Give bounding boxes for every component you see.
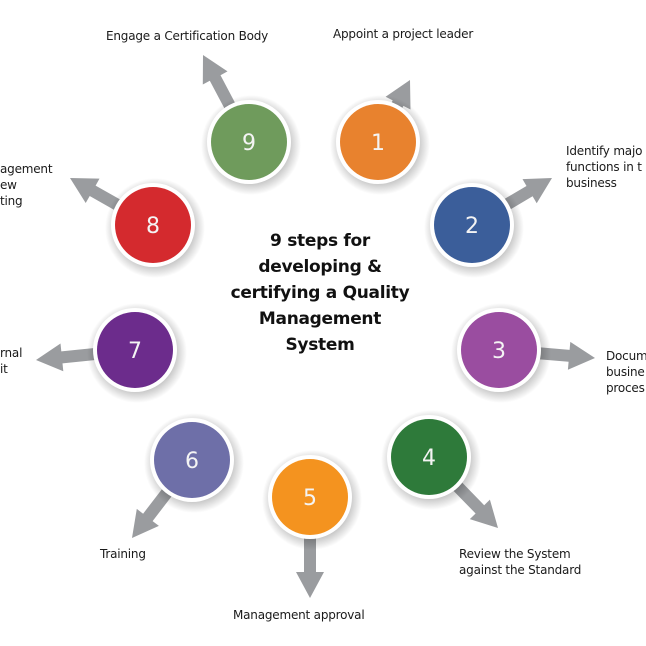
- step-7-arrow-icon: [36, 343, 102, 372]
- step-8-number: 8: [146, 214, 160, 239]
- step-9-node: 9: [201, 95, 301, 195]
- step-6-node: 6: [144, 413, 244, 513]
- step-9-arrow-icon: [202, 55, 239, 115]
- label-line: rnal: [0, 346, 23, 360]
- step-9-circle: [211, 104, 287, 180]
- step-7-label: rnal it: [0, 345, 22, 377]
- step-8-node: 8: [105, 178, 205, 278]
- step-8-label: agement ew ting: [0, 161, 53, 209]
- step-1-number: 1: [371, 131, 385, 156]
- step-8-circle: [115, 187, 191, 263]
- label-line: Identify majo: [566, 144, 643, 158]
- step-6-number: 6: [185, 449, 199, 474]
- label-line: proces: [606, 381, 645, 395]
- diagram-title: 9 steps for developing & certifying a Qu…: [200, 228, 440, 358]
- step-4-circle: [391, 419, 467, 495]
- step-3-label: Docum busine proces: [606, 348, 646, 396]
- label-line: Management approval: [233, 608, 365, 622]
- label-line: Engage a Certification Body: [106, 29, 269, 43]
- step-2-node: 2: [424, 178, 524, 278]
- step-1-label: Appoint a project leader: [333, 26, 473, 42]
- step-2-circle: [434, 187, 510, 263]
- label-line: Appoint a project leader: [333, 27, 474, 41]
- step-9-label: Engage a Certification Body: [106, 28, 268, 44]
- step-5-circle: [272, 459, 348, 535]
- step-5-label: Management approval: [233, 607, 365, 623]
- step-3-circle: [461, 312, 537, 388]
- step-3-node: 3: [451, 303, 551, 403]
- step-4-number: 4: [422, 446, 436, 471]
- label-line: Training: [100, 547, 146, 561]
- step-5-number: 5: [303, 486, 317, 511]
- step-7-number: 7: [128, 339, 142, 364]
- step-7-node: 7: [87, 303, 187, 403]
- step-7-circle: [97, 312, 173, 388]
- step-4-node: 4: [381, 410, 481, 510]
- step-5-node: 5: [262, 450, 362, 550]
- label-line: against the Standard: [459, 563, 582, 577]
- title-line: System: [285, 335, 355, 355]
- title-line: Management: [258, 309, 382, 329]
- label-line: it: [0, 362, 8, 376]
- title-line: developing &: [258, 257, 382, 277]
- label-line: agement: [0, 162, 53, 176]
- step-3-number: 3: [492, 339, 506, 364]
- step-1-node: 1: [330, 95, 430, 195]
- title-line: 9 steps for: [270, 231, 370, 251]
- label-line: functions in t: [566, 160, 642, 174]
- step-9-number: 9: [242, 131, 256, 156]
- step-6-label: Training: [100, 546, 146, 562]
- step-6-circle: [154, 422, 230, 498]
- label-line: business: [566, 176, 617, 190]
- step-4-label: Review the System against the Standard: [459, 546, 581, 578]
- label-line: busine: [606, 365, 645, 379]
- label-line: Review the System: [459, 547, 571, 561]
- label-line: ting: [0, 194, 23, 208]
- step-2-number: 2: [465, 214, 479, 239]
- label-line: Docum: [606, 349, 646, 363]
- step-2-label: Identify majo functions in t business: [566, 143, 642, 191]
- step-1-circle: [340, 104, 416, 180]
- label-line: ew: [0, 178, 17, 192]
- title-line: certifying a Quality: [230, 283, 410, 303]
- step-5-arrow-icon: [296, 531, 324, 598]
